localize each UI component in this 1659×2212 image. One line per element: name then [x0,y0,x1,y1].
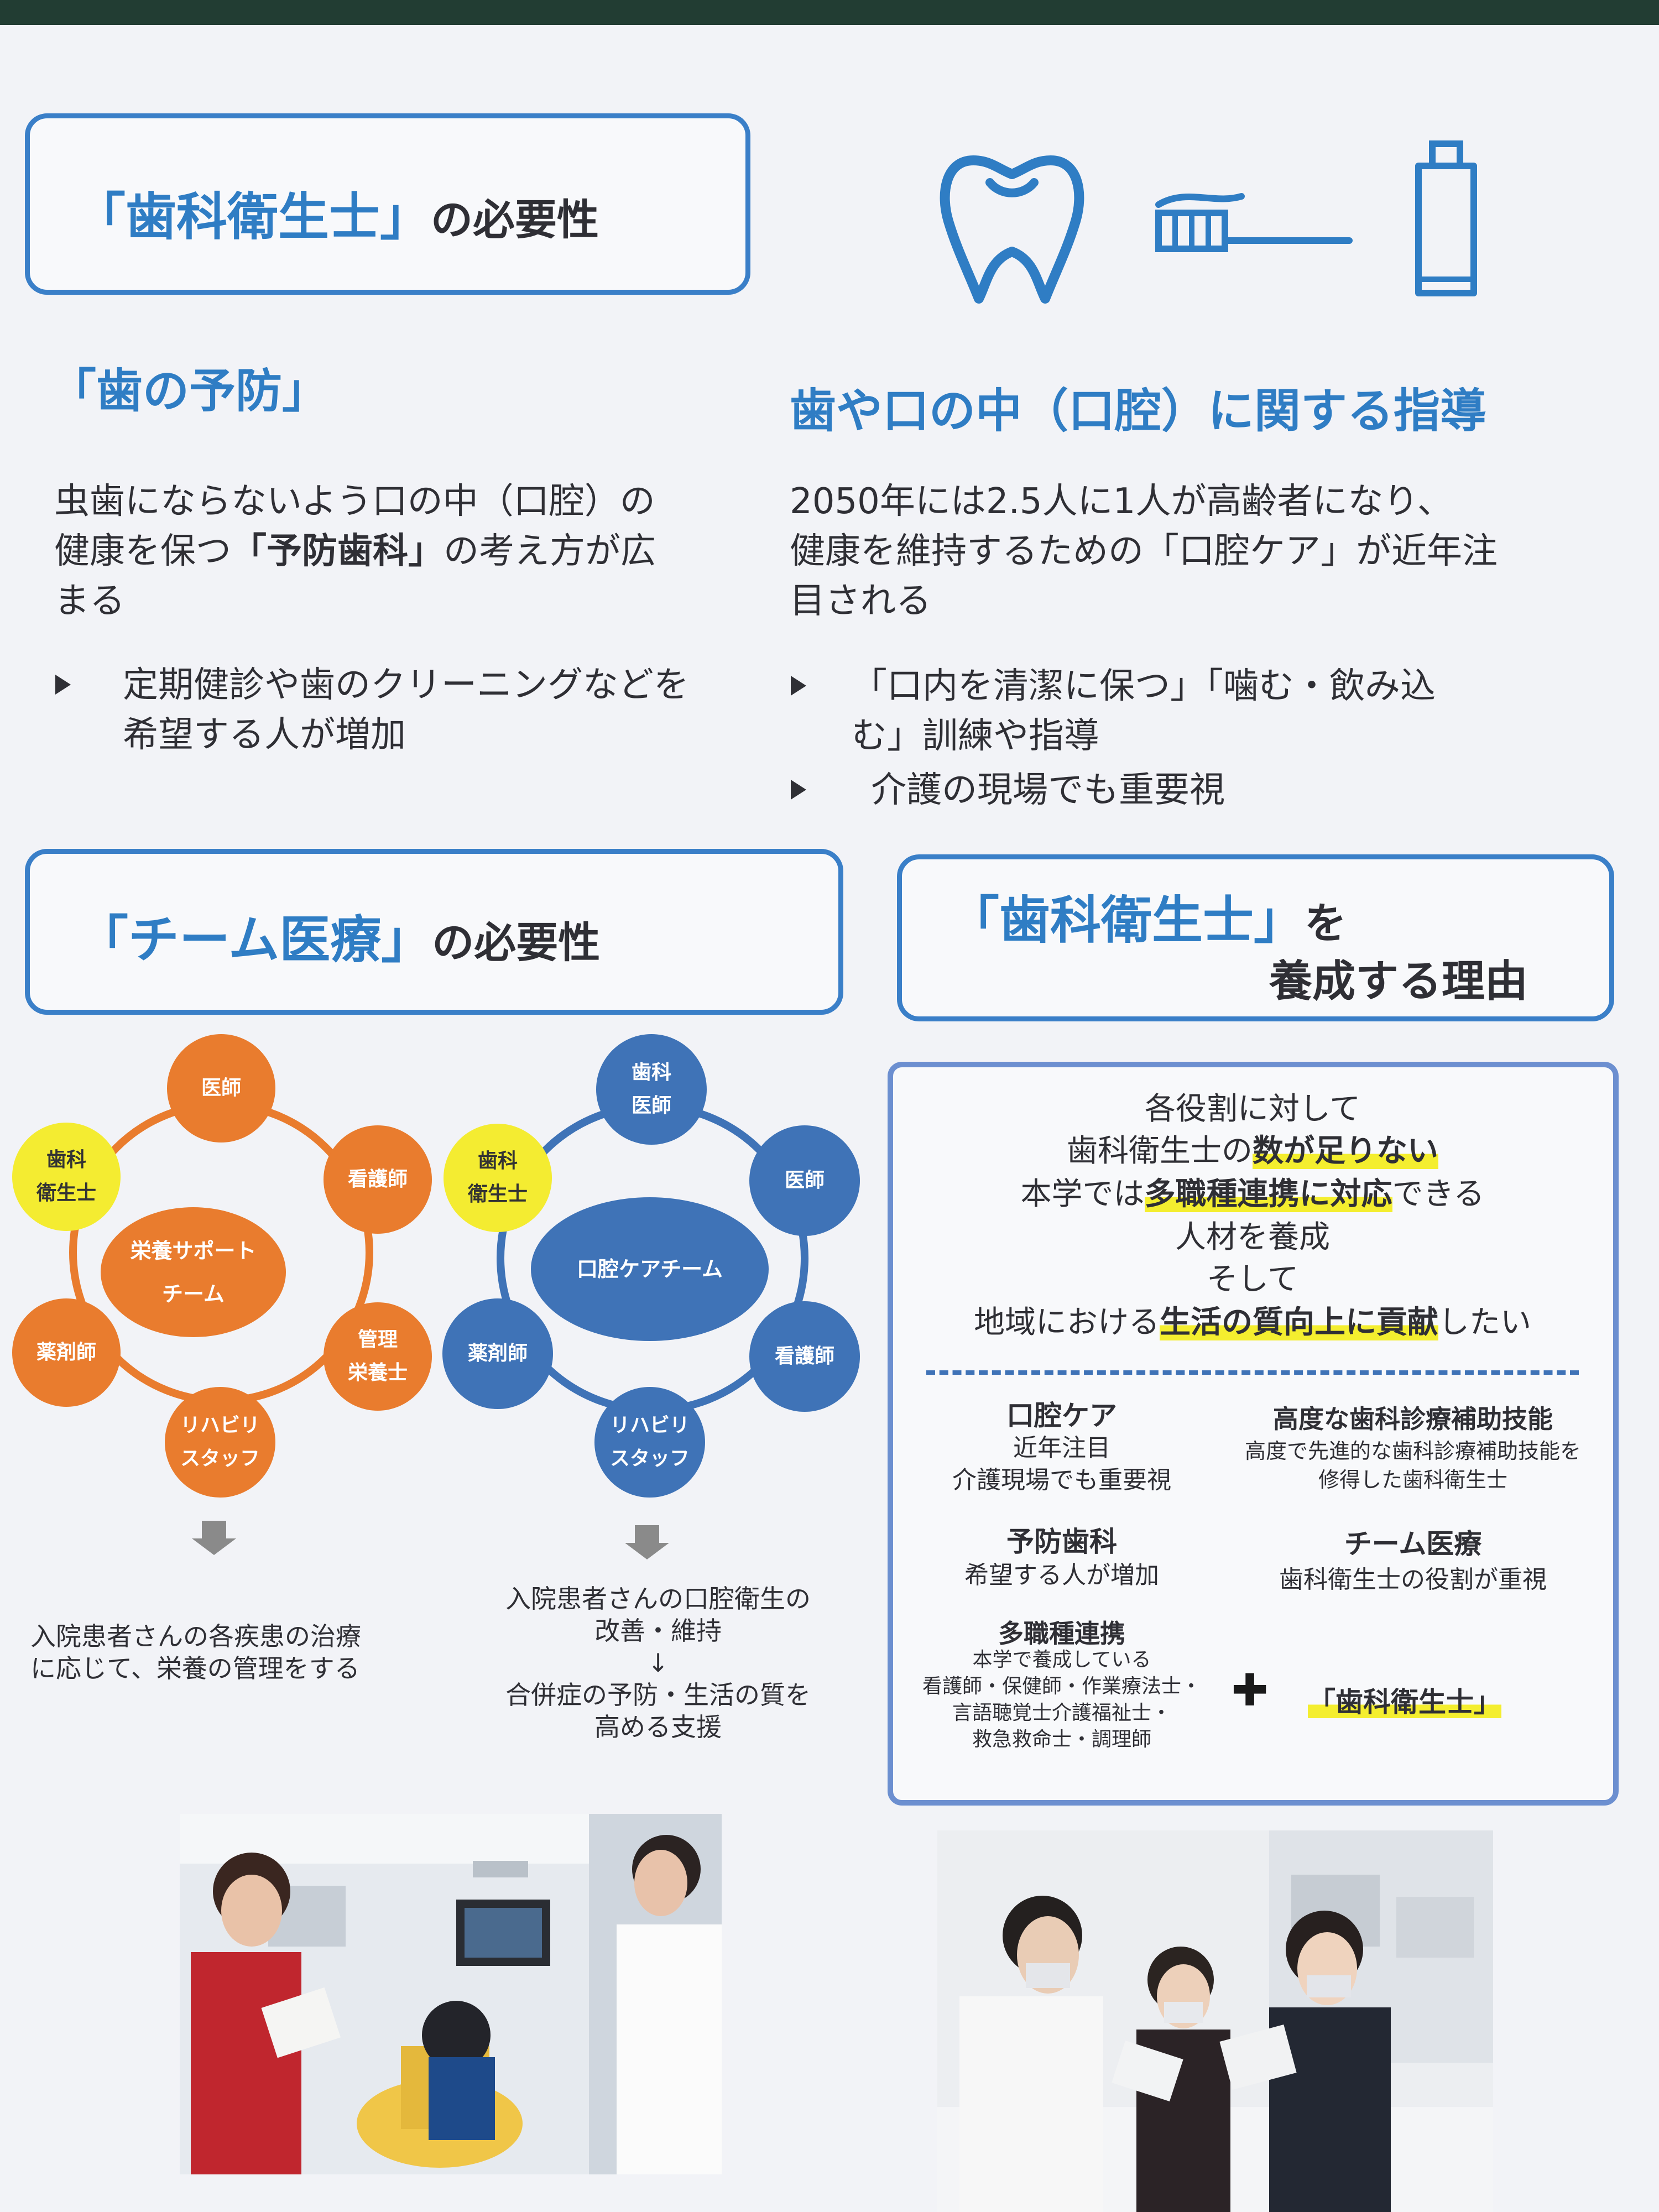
dashed-divider [926,1370,1579,1375]
nutrition-node-pharmacist: 薬剤師 [12,1298,121,1407]
item-multidisciplinary-title: 多職種連携 [998,1619,1125,1648]
oral-node-doctor: 医師 [749,1125,860,1236]
reason-line-2: 歯科衛生士の数が足りない [1067,1133,1438,1169]
reason-title-line-1: 「歯科衛生士」を [948,891,1347,950]
necessity-title: 「歯科衛生士」の必要性 [75,176,599,249]
guidance-heading: 歯や口の中（口腔）に関する指導 [790,384,1487,438]
prevention-body-line-3: まる [54,581,125,622]
nutrition-node-hygienist: 歯科衛生士 [12,1123,121,1231]
plus-icon: ✚ [1231,1665,1269,1716]
reason-title-line-2: 養成する理由 [1269,957,1528,1006]
necessity-title-main: 「歯科衛生士」 [75,187,431,247]
item-preventive-desc: 希望する人が増加 [964,1561,1159,1589]
reason-line-1: 各役割に対して [1144,1091,1361,1127]
necessity-title-suffix: の必要性 [431,195,599,244]
prevention-heading: 「歯の予防」 [50,364,329,418]
oral-node-hygienist: 歯科衛生士 [444,1124,552,1232]
toothbrush-icon [1155,193,1353,252]
bullet-triangle-icon [791,780,806,800]
bullet-triangle-icon [791,676,806,696]
nutrition-team-center: 栄養サポートチーム [101,1207,286,1337]
down-arrow-icon [625,1525,669,1559]
nutrition-node-dietitian: 管理栄養士 [324,1302,432,1411]
necessity-title-box [25,113,750,295]
item-advanced-skill-desc: 高度で先進的な歯科診療補助技能を 修得した歯科衛生士 [1244,1439,1581,1492]
nutrition-caption: 入院患者さんの各疾患の治療 に応じて、栄養の管理をする [30,1621,361,1683]
oral-node-pharmacist: 薬剤師 [442,1298,553,1409]
hygienist-students-photo [937,1830,1493,2212]
reason-line-6: 地域における生活の質向上に貢献したい [974,1305,1531,1340]
item-team-care-desc: 歯科衛生士の役割が重視 [1279,1566,1547,1594]
item-oral-care-desc: 近年注目 介護現場でも重要視 [952,1434,1171,1494]
prevention-body-line-2: 健康を保つ「予防歯科」の考え方が広 [54,531,656,572]
nutrition-node-doctor: 医師 [167,1034,275,1142]
toothpaste-tube-icon [1415,140,1477,296]
oral-care-team-center: 口腔ケアチーム [531,1197,769,1341]
nutrition-node-nurse: 看護師 [324,1125,432,1234]
team-title-suffix: の必要性 [432,918,601,967]
item-multidisciplinary-desc: 本学で養成している 看護師・保健師・作業療法士・ 言語聴覚士介護福祉士・ 救急救… [922,1648,1201,1751]
reason-title-box [897,854,1614,1021]
team-title: 「チーム医療」の必要性 [77,899,600,972]
guidance-bullet-2: 介護の現場でも重要視 [871,770,1225,811]
team-title-box [25,849,843,1015]
reason-line-5: そして [1206,1261,1299,1297]
oral-node-nurse: 看護師 [749,1301,860,1412]
item-advanced-skill-title: 高度な歯科診療補助技能 [1273,1404,1553,1434]
oral-caption: 入院患者さんの口腔衛生の 改善・維持 ↓ 合併症の予防・生活の質を 高める支援 [505,1584,811,1742]
clinic-training-photo [180,1814,722,2174]
bullet-triangle-icon [55,675,71,695]
item-oral-care-title: 口腔ケア [1006,1400,1117,1432]
prevention-body-line-1: 虫歯にならないよう口の中（口腔）の [54,481,655,522]
oral-node-dentist: 歯科医師 [596,1034,707,1145]
reason-line-4: 人材を養成 [1175,1219,1330,1255]
item-team-care-title: チーム医療 [1344,1528,1482,1560]
guidance-bullet-1: 「口内を清潔に保つ」「噛む・飲み込 む」訓練や指導 [852,666,1436,757]
nutrition-node-rehab: リハビリスタッフ [165,1387,275,1498]
item-preventive-title: 予防歯科 [1006,1526,1117,1558]
tooth-icon [940,155,1084,304]
hygienist-highlight: 「歯科衛生士」 [1308,1686,1501,1718]
prevention-bullet: 定期健診や歯のクリーニングなどを 希望する人が増加 [123,665,689,755]
down-arrow-icon [192,1521,236,1555]
prevention-body: 虫歯にならないよう口の中（口腔）の 健康を保つ「予防歯科」の考え方が広 まる [54,477,745,626]
reason-line-3: 本学では多職種連携に対応できる [1020,1176,1485,1212]
oral-node-rehab: リハビリスタッフ [594,1387,705,1498]
team-title-main: 「チーム医療」 [77,910,432,969]
guidance-body: 2050年には2.5人に1人が高齢者になり、 健康を維持するための「口腔ケア」が… [790,481,1498,622]
